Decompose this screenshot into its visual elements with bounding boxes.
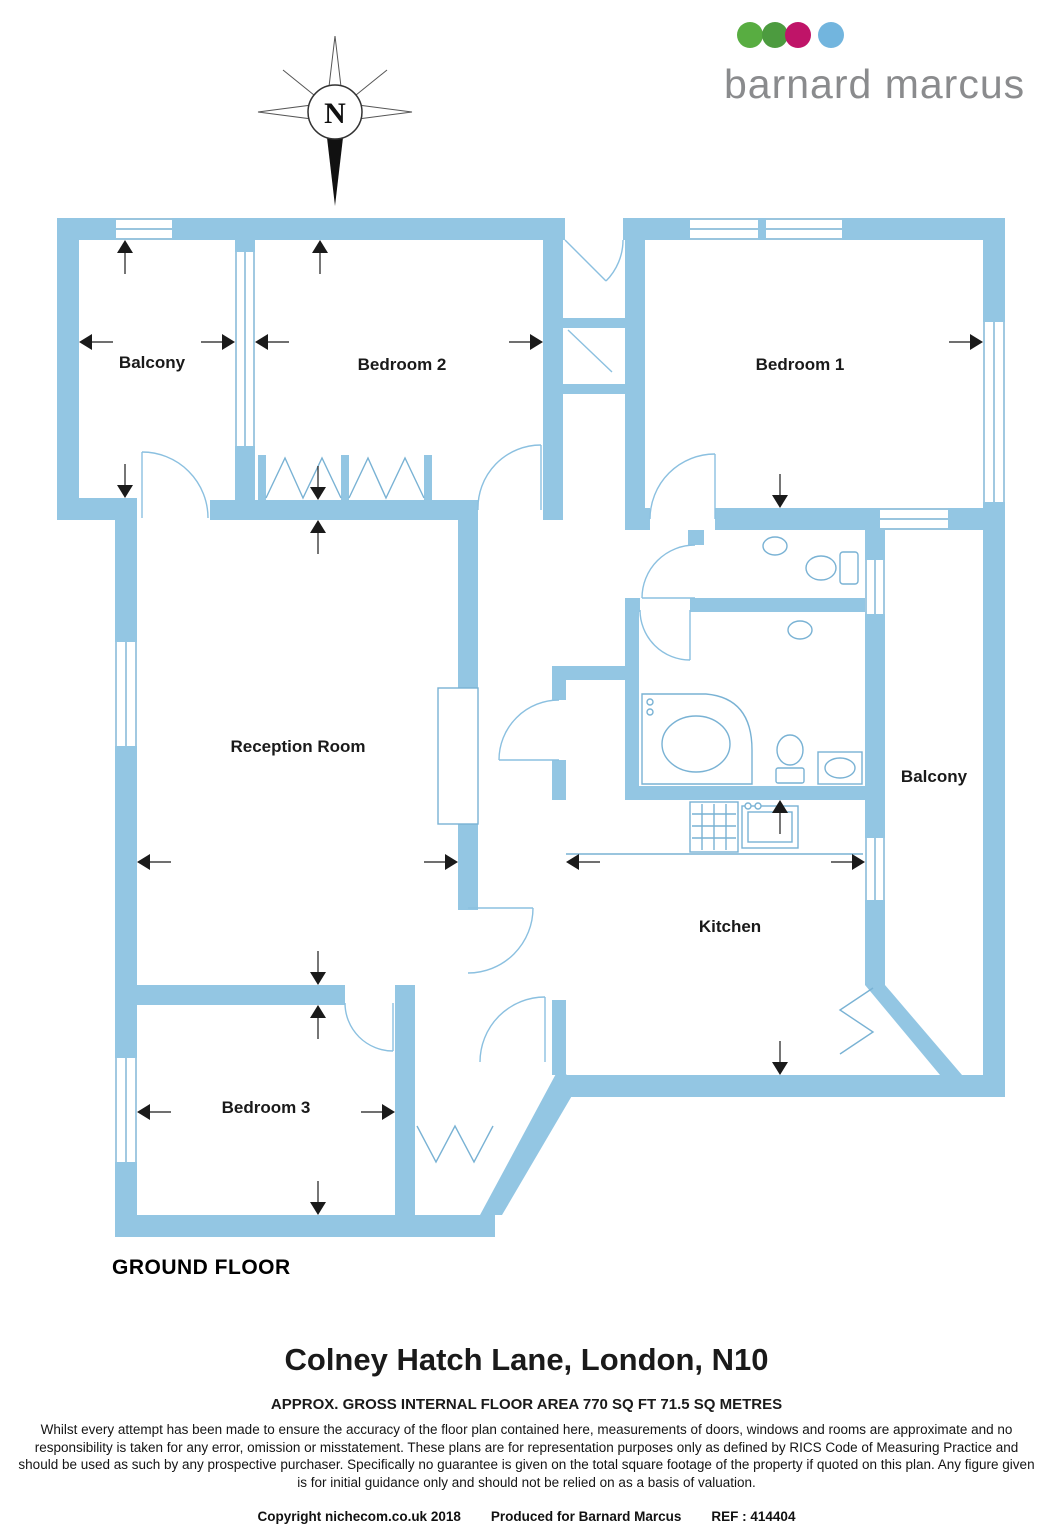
window [235,252,255,446]
bifold-closet-1 [265,456,342,500]
fixtures [437,536,863,855]
door-bedroom-2 [477,444,542,511]
window [766,218,842,240]
floor-caption: GROUND FLOOR [112,1256,291,1279]
diagonal-wall-balcony [865,985,962,1075]
door-reception [467,907,534,974]
window [983,322,1005,502]
door-hallway [479,996,546,1063]
copyright-producer: Produced for Barnard Marcus [490,1509,682,1524]
floor-area-summary: APPROX. GROSS INTERNAL FLOOR AREA 770 SQ… [270,1396,783,1413]
copyright-ref: REF : 414404 [711,1509,796,1524]
door-bedroom-1 [649,453,716,520]
copyright-owner: Copyright nichecom.co.uk 2018 [257,1509,461,1524]
address-title: Colney Hatch Lane, London, N10 [284,1342,769,1377]
logo-dot-magenta [785,22,811,48]
brand-logo-dots [737,22,844,48]
window [115,642,137,746]
bifold-balcony-door [838,987,875,1055]
door-kitchen [498,699,560,761]
door-bedroom-3 [344,1002,394,1052]
basin-wc [762,536,788,556]
door-wc [641,544,696,599]
brand-name: barnard marcus [724,61,1025,107]
floor-plan-canvas: Balcony Bedroom 2 Bedroom 1 Reception Ro… [57,218,1005,1237]
kitchen-sink [566,801,863,855]
compass-north-label: N [324,97,346,130]
room-label-reception-room: Reception Room [230,737,365,756]
vanity-unit [817,751,863,785]
room-label-kitchen: Kitchen [699,917,761,936]
room-label-bedroom-2: Bedroom 2 [358,355,447,374]
door-front-entrance [564,239,624,282]
door-bathroom [639,609,691,661]
logo-dot-olive [762,22,788,48]
chimney-breast [437,687,479,825]
window [865,838,885,900]
windows [115,218,1005,1162]
room-label-balcony-right: Balcony [901,767,968,786]
window [880,508,948,530]
compass-rose: N [257,35,413,206]
doors [141,239,875,1164]
room-label-balcony-left: Balcony [119,353,186,372]
door-cupboard [567,329,613,373]
diagonal-wall-hall [480,1070,580,1215]
bifold-closet-2 [348,456,425,500]
bifold-closet-3 [416,1124,494,1164]
room-label-bedroom-3: Bedroom 3 [222,1098,311,1117]
window [115,1058,137,1162]
window [865,560,885,614]
walls [57,218,1005,1237]
dimension-arrows [79,240,983,1215]
bathtub [641,693,753,785]
door-balcony-left [141,451,209,519]
brand-logo: barnard marcus [724,22,1025,107]
logo-dot-green [737,22,763,48]
logo-dot-blue [818,22,844,48]
disclaimer-text: Whilst every attempt has been made to en… [18,1422,1035,1490]
room-labels: Balcony Bedroom 2 Bedroom 1 Reception Ro… [119,353,968,1117]
toilet-bathroom [775,734,805,784]
room-label-bedroom-1: Bedroom 1 [756,355,845,374]
copyright-line: Copyright nichecom.co.uk 2018 Produced f… [0,1509,1053,1524]
toilet-wc [805,551,859,585]
window [690,218,758,240]
basin-bathroom [787,620,813,640]
window [116,218,172,240]
